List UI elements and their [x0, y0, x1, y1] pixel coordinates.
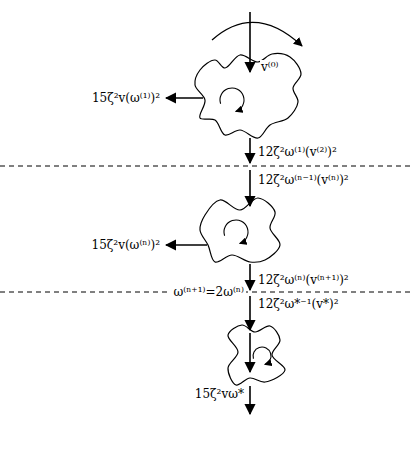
velocity-label: v⁽⁰⁾: [260, 60, 279, 74]
flux-arrow: [249, 264, 251, 290]
rotation-arrow: [253, 347, 271, 365]
flux-arrow: [249, 138, 251, 163]
eddy-outline: [195, 54, 301, 138]
eddy-node: v⁽⁰⁾: [190, 45, 305, 145]
flux-label: 12ζ²ω⁽ⁿ⁾(v⁽ⁿ⁺¹⁾)²: [256, 273, 351, 287]
flux-arrow: [249, 170, 251, 206]
eddy-outline: [200, 198, 280, 262]
flux-label: 12ζ²ω⁽ⁿ⁻¹⁾(v⁽ⁿ⁾)²: [256, 173, 351, 187]
flux-arrow: [249, 333, 251, 372]
flux-label: 12ζ²ω*⁻¹(v*)²: [256, 297, 340, 311]
flux-arrow: [249, 386, 251, 414]
scale-divider: [0, 166, 412, 167]
flux-label: ω⁽ⁿ⁺¹⁾=2ω⁽ⁿ⁾: [171, 285, 246, 299]
flux-label: 15ζ²v(ω⁽¹⁾)²: [90, 91, 162, 105]
flux-arrow: [249, 296, 251, 330]
flux-arrow: [249, 12, 251, 72]
eddy-outline: [228, 325, 285, 385]
flux-label: 12ζ²ω⁽¹⁾(v⁽²⁾)²: [256, 145, 339, 159]
rotation-arrow: [212, 22, 302, 46]
eddy-outline: [190, 45, 305, 145]
flux-label: 15ζ²vω*: [193, 387, 246, 401]
flux-label: 15ζ²v(ω⁽ⁿ⁾)²: [90, 238, 162, 252]
flux-arrow: [166, 244, 207, 246]
flux-arrow: [166, 97, 203, 99]
rotation-arrow: [224, 220, 248, 243]
rotation-arrow: [220, 88, 244, 111]
